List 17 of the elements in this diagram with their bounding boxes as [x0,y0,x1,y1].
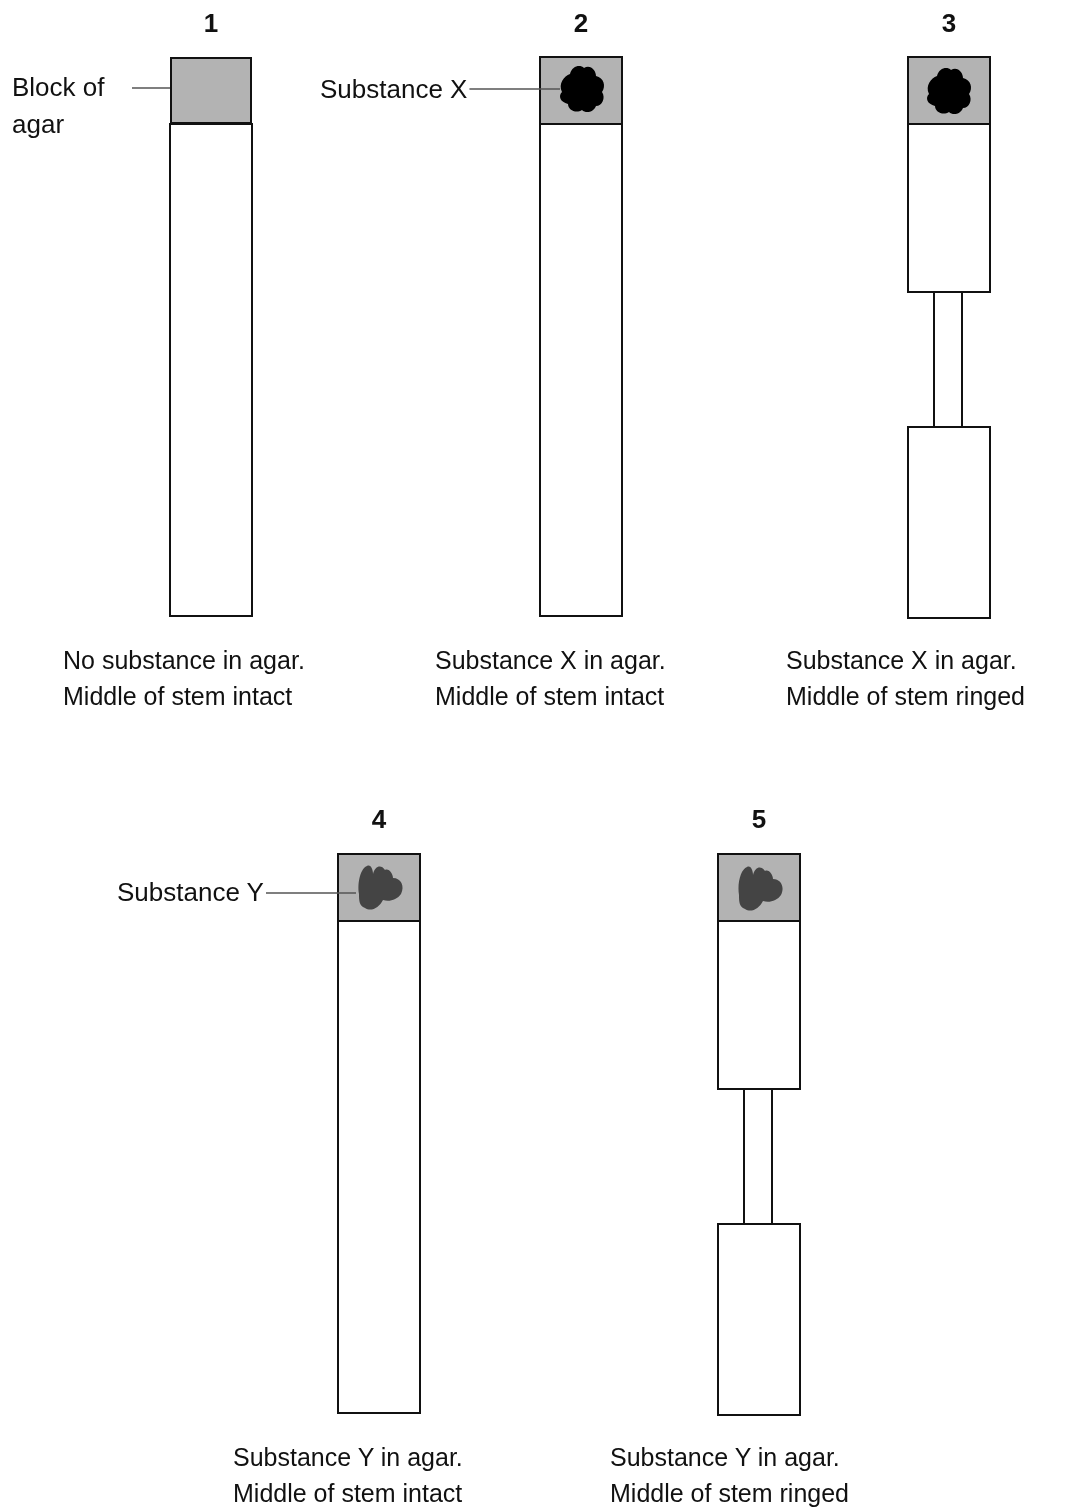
panel-caption: Substance X in agar. Middle of stem ringed [786,645,1026,712]
panel-caption: Substance Y in agar. Middle of stem ringed [610,1442,850,1507]
agar-block [170,57,252,124]
panel-number: 5 [750,804,768,835]
panel-number: 1 [202,8,220,39]
panel-number: 4 [370,804,388,835]
panel-number: 3 [940,8,958,39]
part-label: Block of agar [12,69,130,143]
panel-number: 2 [572,8,590,39]
leader-line [131,87,171,89]
panel-caption: Substance X in agar. Middle of stem intact [435,645,667,712]
panel-caption: No substance in agar. Middle of stem intact [63,645,306,712]
part-label: Substance Y [117,874,264,911]
leader-line [468,88,561,90]
leader-line [265,892,357,894]
part-label: Substance X [320,71,468,108]
panel-caption: Substance Y in agar. Middle of stem intact [233,1442,464,1507]
